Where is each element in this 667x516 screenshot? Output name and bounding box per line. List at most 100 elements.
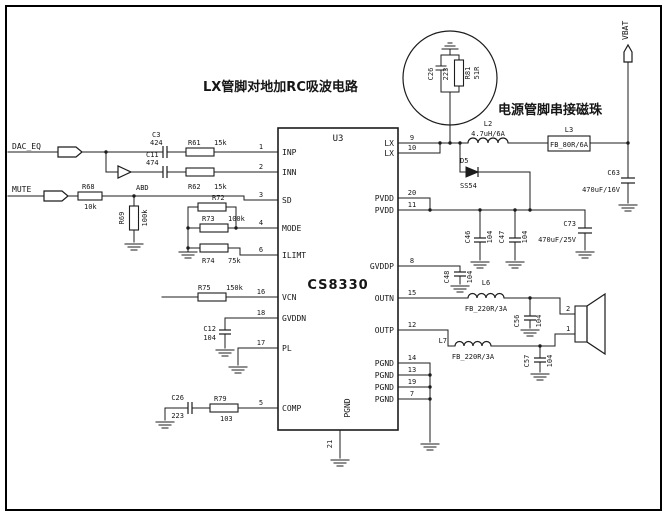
l6-ref: L6	[482, 279, 490, 287]
c56-value: 104	[535, 315, 543, 328]
pin-label-pvdd1: PVDD	[375, 194, 394, 203]
pin-num-2: 2	[259, 163, 263, 171]
snubber-cap-value: 223	[442, 68, 450, 81]
c3-ref: C3	[152, 131, 160, 139]
r74-ref: R74	[202, 257, 215, 265]
c48-value: 104	[466, 271, 474, 284]
pin-label-pgnd19: PGND	[375, 383, 394, 392]
pin-label-outp: OUTP	[375, 326, 394, 335]
capacitor-c3: C3 424	[150, 131, 168, 158]
capacitor-c73: C73 470uF/25V	[538, 220, 592, 244]
speaker-pin-bottom: 1	[566, 325, 570, 333]
d5-value: SS54	[460, 182, 477, 190]
capacitor-c47: C47 104	[498, 231, 529, 244]
pin-num-15: 15	[408, 289, 416, 297]
net-label-mute: MUTE	[12, 185, 31, 194]
pin-num-3: 3	[259, 191, 263, 199]
l2-ref: L2	[484, 120, 492, 128]
snubber-resistor-body	[453, 59, 465, 87]
inductor-l2: L2 4.7uH/6A	[467, 120, 509, 144]
c56-ref: C56	[513, 315, 521, 328]
r74-value: 75k	[228, 257, 241, 265]
pin-label-pgnd7: PGND	[375, 395, 394, 404]
pin-label-gvddp: GVDDP	[370, 262, 394, 271]
c47-ref: C47	[498, 231, 506, 244]
net-label-vbat: VBAT	[621, 21, 630, 40]
r79-value: 103	[220, 415, 233, 423]
pin-num-19: 19	[408, 378, 416, 386]
c11-value: 474	[146, 159, 159, 167]
input-arrow	[117, 165, 133, 179]
r61-ref: R61	[188, 139, 201, 147]
pin-label-inp: INP	[282, 148, 297, 157]
wires	[7, 61, 629, 459]
r62-ref: R62	[188, 183, 201, 191]
pin-num-12: 12	[408, 321, 416, 329]
snubber-resistor-ref: R81	[464, 67, 472, 80]
capacitor-c48: C48 104	[443, 271, 474, 284]
pin-label-lx1: LX	[384, 139, 394, 148]
r72-ref: R72	[212, 194, 225, 202]
pin-label-vcn: VCN	[282, 293, 297, 302]
c26-value: 223	[171, 412, 184, 420]
resistor-r75: R75 150k	[197, 284, 244, 302]
pin-num-20: 20	[408, 189, 416, 197]
speaker-body	[574, 305, 588, 343]
r68-value: 10k	[84, 203, 97, 211]
capacitor-c57: C57 104	[523, 355, 554, 368]
r73-value: 100k	[228, 215, 246, 223]
snubber-resistor-value: 51R	[473, 66, 481, 79]
r79-ref: R79	[214, 395, 227, 403]
pin-num-16: 16	[257, 288, 265, 296]
l7-ref: L7	[439, 337, 447, 345]
pin-label-pvdd2: PVDD	[375, 206, 394, 215]
net-label-dac-eq: DAC_EQ	[12, 142, 41, 151]
speaker-horn	[586, 292, 606, 356]
pin-num-5: 5	[259, 399, 263, 407]
callout-circle	[402, 30, 498, 126]
capacitor-c12: C12 104	[203, 325, 231, 342]
c12-ref: C12	[203, 325, 216, 333]
annotations: LX管脚对地加RC吸波电路 电源管脚串接磁珠	[203, 79, 603, 118]
note-ferrite-bead: 电源管脚串接磁珠	[498, 102, 603, 118]
snubber-circuit	[435, 42, 460, 93]
resistor-r62: R62 15k	[185, 167, 227, 191]
pin-label-inn: INN	[282, 168, 297, 177]
snubber-cap-ref: C26	[427, 68, 435, 81]
ic-ref: U3	[333, 134, 344, 144]
pin-num-7: 7	[410, 390, 414, 398]
capacitor-c26: C26 223	[171, 394, 193, 420]
l7-value: FB_220R/3A	[452, 353, 495, 361]
c3-value: 424	[150, 139, 163, 147]
pin-label-comp: COMP	[282, 404, 301, 413]
ic-body	[277, 127, 399, 431]
resistor-r74: R74 75k	[199, 243, 241, 265]
c12-value: 104	[203, 334, 216, 342]
speaker: 2 1	[566, 292, 606, 356]
pin-label-pgnd14: PGND	[375, 359, 394, 368]
pin-num-14: 14	[408, 354, 416, 362]
pin-num-11: 11	[408, 201, 416, 209]
ferrite-bead-l7: L7 FB_220R/3A	[439, 337, 495, 361]
resistor-r72: R72	[197, 194, 227, 212]
pin-num-4: 4	[259, 219, 263, 227]
r61-value: 15k	[214, 139, 227, 147]
c26-ref: C26	[171, 394, 184, 402]
pin-num-10: 10	[408, 144, 416, 152]
c63-ref: C63	[607, 169, 620, 177]
c48-ref: C48	[443, 271, 451, 284]
pin-num-17: 17	[257, 339, 265, 347]
pin-num-13: 13	[408, 366, 416, 374]
diode-d5: D5 SS54	[460, 157, 480, 190]
r75-value: 150k	[226, 284, 244, 292]
r73-ref: R73	[202, 215, 215, 223]
pin-label-gvddn: GVDDN	[282, 314, 306, 323]
ferrite-bead-l3: L3 FB_80R/6A	[547, 126, 591, 152]
ic-cs8330: U3 CS8330 INP INN SD MODE ILIMT VCN GVDD…	[257, 127, 416, 448]
power-network: L2 4.7uH/6A D5 SS54 L3 FB_80R/6A VBAT C6…	[443, 21, 635, 284]
r69-value: 100k	[141, 209, 149, 227]
snubber-callout: C26 223 R81 51R	[402, 30, 498, 126]
c46-value: 104	[486, 231, 494, 244]
capacitor-c56: C56 104	[513, 315, 543, 328]
